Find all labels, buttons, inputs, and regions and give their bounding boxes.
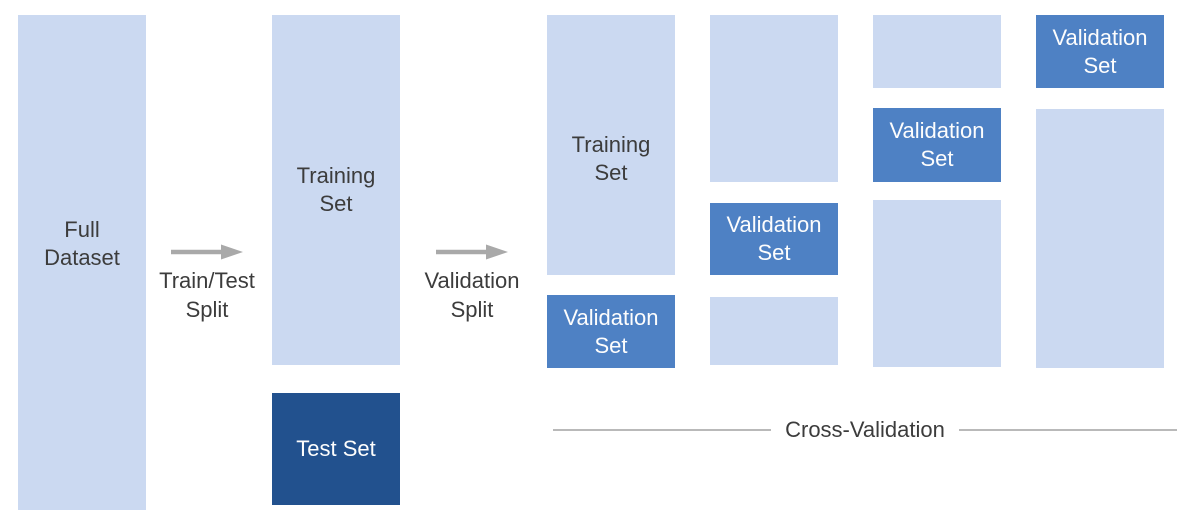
cv-fold-column-3: Validation Set: [873, 15, 1001, 367]
training-set-box: Training Set: [272, 15, 400, 365]
cv-segment-training: Training Set: [547, 15, 675, 275]
cv-segment-validation: Validation Set: [710, 203, 838, 275]
divider-line: [958, 429, 1177, 431]
validation-split-label: Validation Split: [424, 268, 520, 322]
cv-segment-label: Validation Set: [889, 118, 985, 171]
training-set-label: Training Set: [296, 163, 376, 216]
cv-segment-validation: Validation Set: [873, 108, 1001, 182]
cv-segment-training-unlabeled: [873, 15, 1001, 88]
cross-validation-caption-row: Cross-Validation: [553, 417, 1177, 443]
test-set-box: Test Set: [272, 393, 400, 505]
cv-segment-training-unlabeled: [710, 15, 838, 182]
arrow-right-icon: [436, 244, 508, 260]
cv-segment-validation: Validation Set: [547, 295, 675, 368]
cv-segment-training-unlabeled: [710, 297, 838, 365]
cv-segment-label: Validation Set: [563, 304, 659, 358]
arrow-right-icon: [171, 244, 243, 260]
full-dataset-label: Full Dataset: [44, 216, 120, 270]
cv-segment-label: Validation Set: [1052, 24, 1148, 78]
test-set-label: Test Set: [296, 436, 376, 461]
cv-segment-training-unlabeled: [1036, 109, 1164, 368]
cross-validation-label: Cross-Validation: [785, 417, 945, 442]
cv-segment-label: Validation Set: [726, 212, 822, 265]
cv-fold-column-4: Validation Set: [1036, 15, 1164, 368]
validation-split-arrow: Validation Split: [412, 244, 532, 324]
train-test-split-arrow: Train/Test Split: [147, 244, 267, 324]
cv-fold-column-2: Validation Set: [710, 15, 838, 365]
cv-segment-training-unlabeled: [873, 200, 1001, 367]
divider-line: [553, 429, 772, 431]
full-dataset-box: Full Dataset: [18, 15, 146, 510]
cv-segment-label: Training Set: [571, 132, 651, 185]
cv-segment-validation: Validation Set: [1036, 15, 1164, 88]
train-test-split-label: Train/Test Split: [159, 268, 255, 322]
